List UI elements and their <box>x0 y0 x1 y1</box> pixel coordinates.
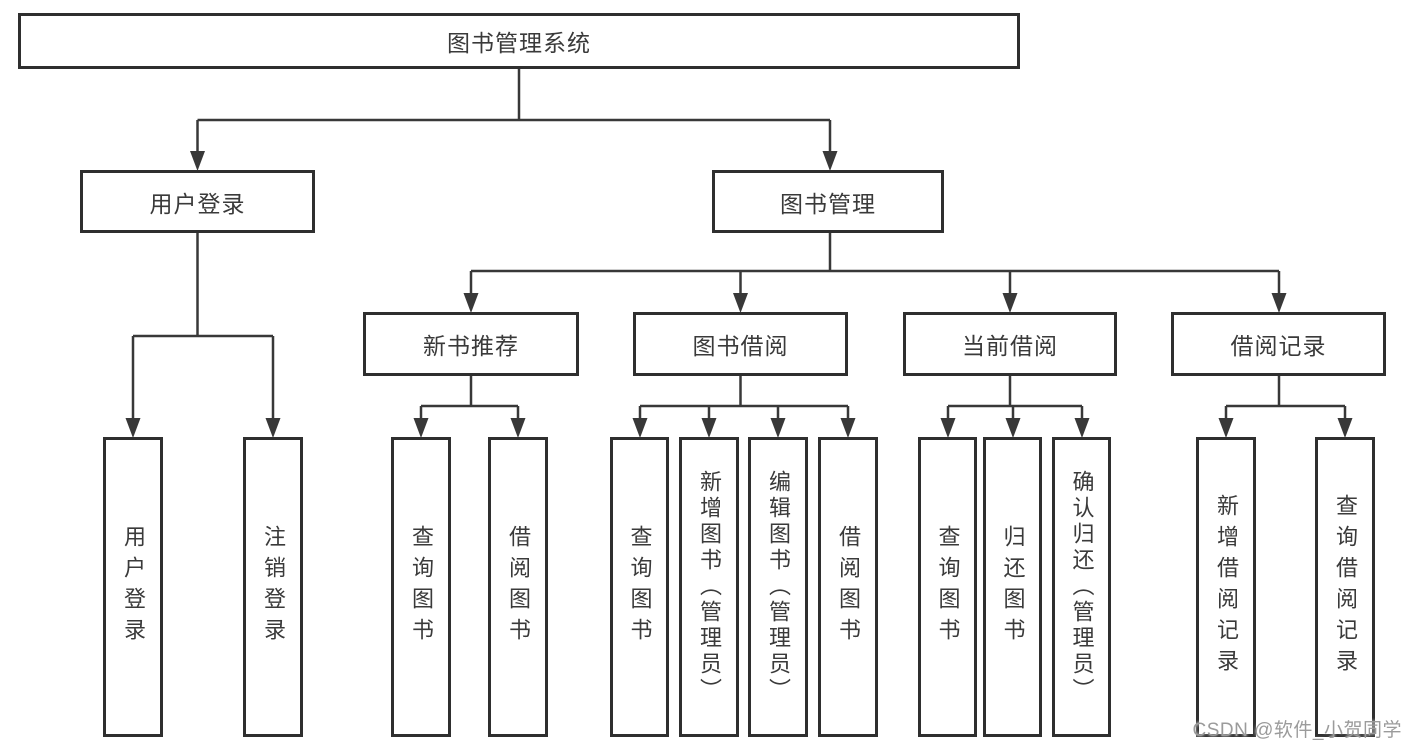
arrowhead-user-login <box>190 151 205 171</box>
arrowhead-book-borrow <box>733 293 748 313</box>
connector-book-borrow-to-leaves <box>632 376 856 438</box>
csdn-watermark: CSDN @软件_小贺同学 <box>1192 720 1402 741</box>
node-leaf-return-books: 归还图书 <box>983 437 1042 737</box>
connector-current-borrow-to-leaves <box>940 376 1090 438</box>
node-leaf-query-borrow-record: 查询借阅记录 <box>1315 437 1375 737</box>
arrowhead-new-book-recommend <box>463 293 479 313</box>
node-leaf-borrow-books-recommend: 借阅图书 <box>488 437 548 737</box>
node-leaf-query-books-current: 查询图书 <box>918 437 977 737</box>
node-leaf-add-borrow-record: 新增借阅记录 <box>1196 437 1256 737</box>
node-book-borrow: 图书借阅 <box>633 312 848 376</box>
node-current-borrow: 当前借阅 <box>903 312 1117 376</box>
node-leaf-borrow-books: 借阅图书 <box>818 437 878 737</box>
node-root: 图书管理系统 <box>18 13 1020 69</box>
node-leaf-query-books-recommend: 查询图书 <box>391 437 451 737</box>
node-leaf-user-login: 用户登录 <box>103 437 163 737</box>
node-borrow-records: 借阅记录 <box>1171 312 1386 376</box>
node-new-book-recommend: 新书推荐 <box>363 312 579 376</box>
connector-user-login-to-leaves <box>125 233 281 438</box>
connector-root-to-level2 <box>190 69 838 171</box>
arrowhead-current-borrow <box>1002 293 1018 313</box>
node-leaf-query-books-borrow: 查询图书 <box>610 437 669 737</box>
connector-new-book-recommend-to-leaves <box>413 376 526 438</box>
node-user-login: 用户登录 <box>80 170 315 233</box>
arrowhead-borrow-records <box>1271 293 1287 313</box>
node-book-management: 图书管理 <box>712 170 944 233</box>
arrowhead-book-management <box>822 151 838 171</box>
node-leaf-edit-books-admin: 编辑图书（管理员） <box>748 437 808 737</box>
node-leaf-logout: 注销登录 <box>243 437 303 737</box>
node-leaf-confirm-return-admin: 确认归还（管理员） <box>1052 437 1111 737</box>
connector-book-management-to-level3 <box>463 233 1287 313</box>
node-leaf-add-books-admin: 新增图书（管理员） <box>679 437 739 737</box>
connector-borrow-records-to-leaves <box>1218 376 1353 438</box>
